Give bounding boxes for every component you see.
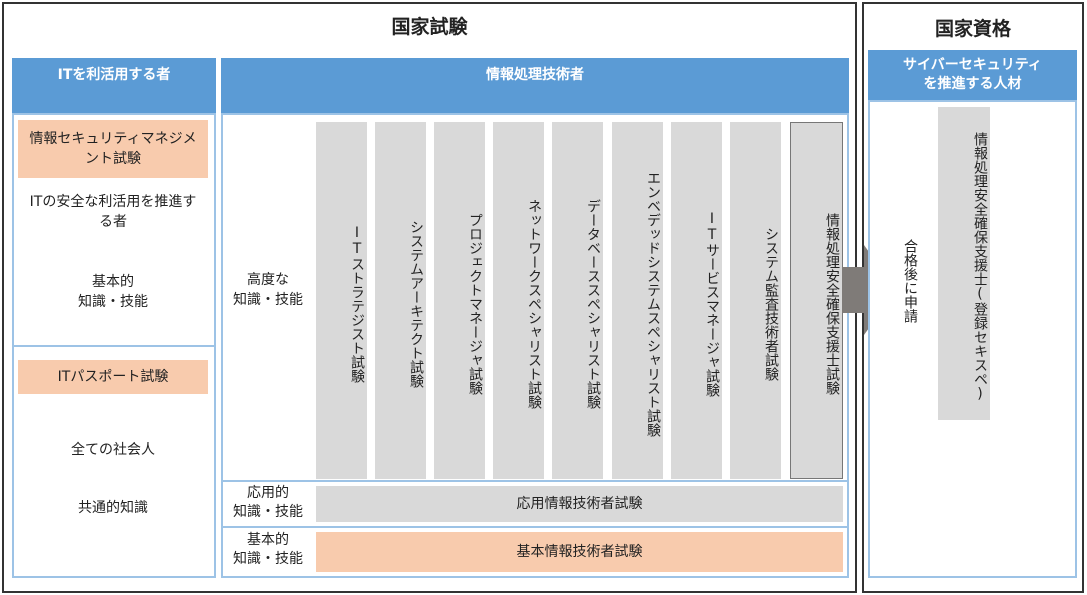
sm-level: 基本的 知識・技能 bbox=[78, 274, 148, 310]
applied-level: 応用的 知識・技能 bbox=[233, 485, 303, 520]
advanced-exam-box: ネットワークスペシャリスト試験 bbox=[493, 122, 544, 479]
sm-target: ITの安全な利活用を推進する者 bbox=[29, 194, 197, 230]
advanced-exam-box: システム監査技術者試験 bbox=[730, 122, 781, 479]
arrow-label: 合格後に申請 bbox=[902, 239, 918, 323]
it-users-header: ITを利活用する者 bbox=[12, 58, 216, 114]
advanced-exam-box: データベーススペシャリスト試験 bbox=[552, 122, 603, 479]
row-divider bbox=[221, 526, 849, 528]
advanced-exam-box: プロジェクトマネージャ試験 bbox=[434, 122, 485, 479]
national-qualification-title: 国家資格 bbox=[934, 18, 1011, 40]
ip-target: 全ての社会人 bbox=[71, 442, 155, 458]
ip-level: 共通的知識 bbox=[78, 500, 148, 516]
engineers-header: 情報処理技術者 bbox=[221, 58, 849, 114]
advanced-exam-box: システムアーキテクト試験 bbox=[375, 122, 426, 479]
sm-exam-box: 情報セキュリティマネジメント試験 bbox=[18, 120, 208, 178]
fundamental-level: 基本的 知識・技能 bbox=[233, 532, 303, 567]
row-divider bbox=[221, 480, 849, 482]
advanced-exam-box: 情報処理安全確保支援士試験 bbox=[790, 122, 843, 479]
national-exam-title: 国家試験 bbox=[391, 16, 468, 38]
qualification-box: 情報処理安全確保支援士(登録セキスペ) bbox=[938, 107, 990, 420]
fundamental-exam-box: 基本情報技術者試験 bbox=[316, 532, 843, 572]
advanced-exam-box: エンベデッドシステムスペシャリスト試験 bbox=[612, 122, 663, 479]
advanced-exam-box: ITストラテジスト試験 bbox=[316, 122, 367, 479]
advanced-exam-box: ITサービスマネージャ試験 bbox=[671, 122, 722, 479]
applied-exam-box: 応用情報技術者試験 bbox=[316, 486, 843, 522]
ip-exam-box: ITパスポート試験 bbox=[18, 360, 208, 394]
advanced-level: 高度な 知識・技能 bbox=[233, 272, 303, 308]
cyber-header: サイバーセキュリティ を推進する人材 bbox=[868, 50, 1077, 101]
